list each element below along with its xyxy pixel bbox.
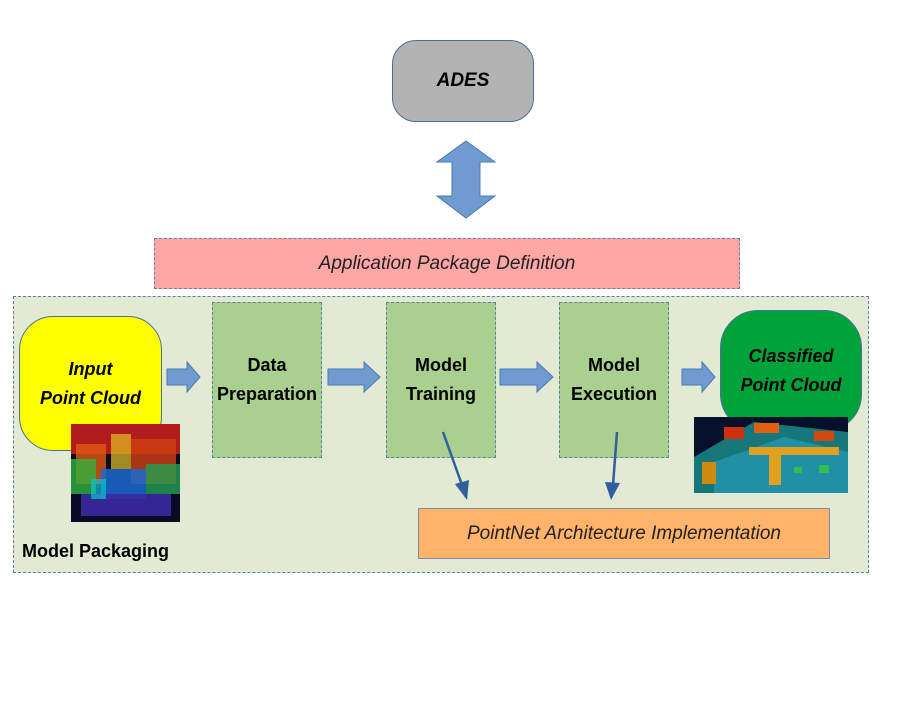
application-package-definition-box: Application Package Definition: [154, 238, 740, 289]
step-line-2: Execution: [570, 384, 658, 404]
output-line-2: Point Cloud: [740, 375, 842, 395]
arrowhead-icon: [605, 482, 620, 500]
input-line-1: Input: [68, 358, 113, 379]
input-point-cloud-image: [71, 424, 180, 522]
flow-arrow-icon: [327, 360, 381, 394]
ades-bidirectional-arrow: [435, 140, 497, 219]
classified-point-cloud-image: [694, 417, 848, 493]
ades-label: ADES: [436, 70, 490, 91]
application-package-definition-label: Application Package Definition: [318, 252, 576, 274]
data-preparation-step: Data Preparation: [212, 302, 322, 458]
flow-arrow-icon: [681, 360, 716, 394]
flow-arrow-icon: [499, 360, 554, 394]
classified-point-cloud-node: Classified Point Cloud: [720, 310, 862, 432]
step-line-2: Training: [405, 384, 476, 404]
flow-arrow-icon: [166, 360, 201, 394]
model-packaging-label: Model Packaging: [22, 541, 170, 561]
model-training-step: Model Training: [386, 302, 496, 458]
step-line-1: Data: [247, 355, 287, 375]
input-line-2: Point Cloud: [40, 387, 141, 408]
pointnet-label: PointNet Architecture Implementation: [466, 522, 781, 544]
ades-node: ADES: [392, 40, 534, 122]
output-line-1: Classified: [748, 346, 834, 366]
pointnet-implementation-box: PointNet Architecture Implementation: [418, 508, 830, 559]
execution-to-pointnet-connector: [611, 431, 619, 486]
step-line-1: Model: [414, 355, 467, 375]
step-line-1: Model: [588, 355, 640, 375]
arrowhead-icon: [455, 480, 469, 500]
step-line-2: Preparation: [216, 384, 318, 404]
training-to-pointnet-connector: [441, 431, 464, 486]
